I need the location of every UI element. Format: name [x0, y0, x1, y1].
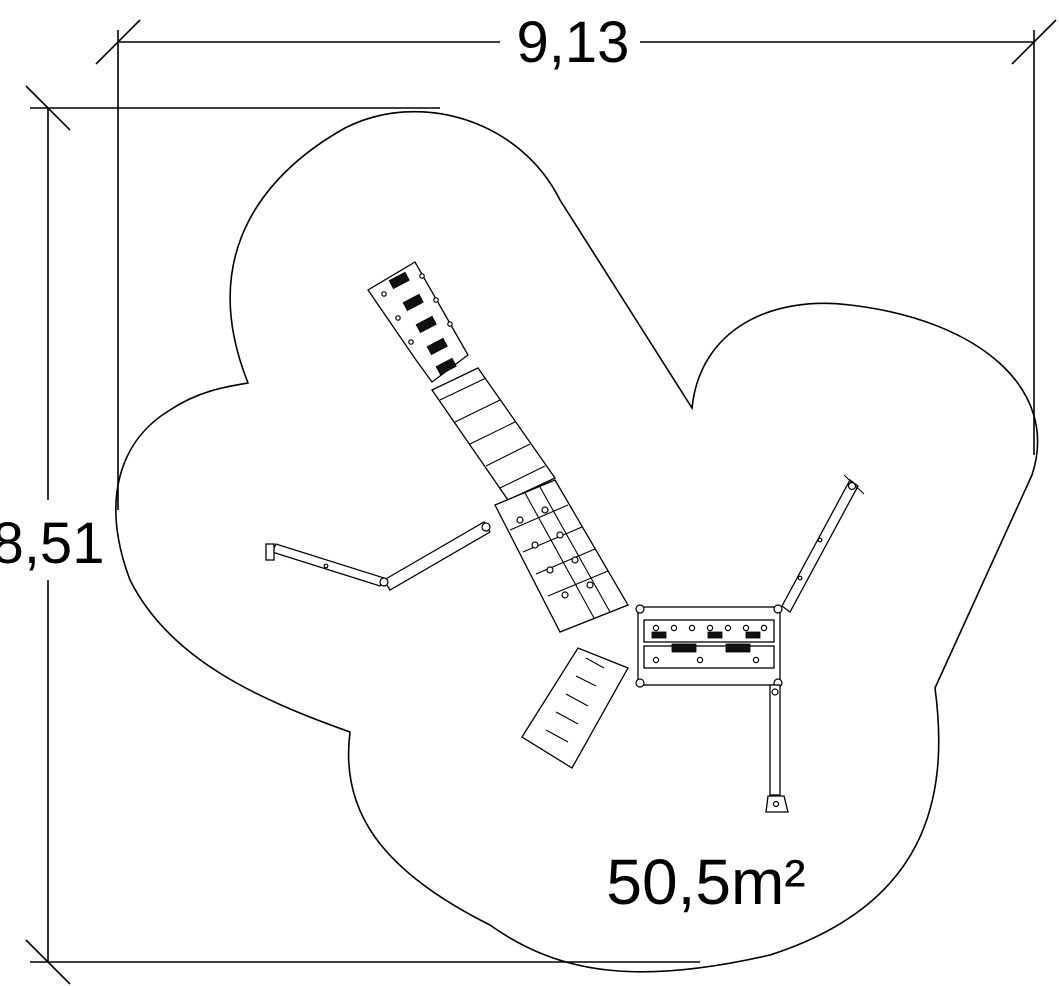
height-label: 8,51 — [0, 511, 104, 576]
width-label: 9,13 — [517, 10, 630, 75]
area-label: 50,5m² — [606, 846, 805, 918]
playground-equipment — [265, 261, 865, 813]
lower-ramp-panel — [521, 647, 629, 769]
left-beam — [265, 521, 491, 591]
safety-zone-outline — [115, 110, 1039, 973]
diagonal-pole — [781, 474, 865, 613]
main-tower-platform — [635, 604, 783, 688]
width-dimension: 9,13 — [95, 10, 1057, 510]
upper-climbing-panel — [367, 261, 469, 383]
support-post — [765, 684, 789, 813]
climbing-net-section — [494, 479, 629, 633]
connecting-bridge — [431, 367, 556, 501]
height-dimension: 8,51 — [0, 85, 700, 985]
